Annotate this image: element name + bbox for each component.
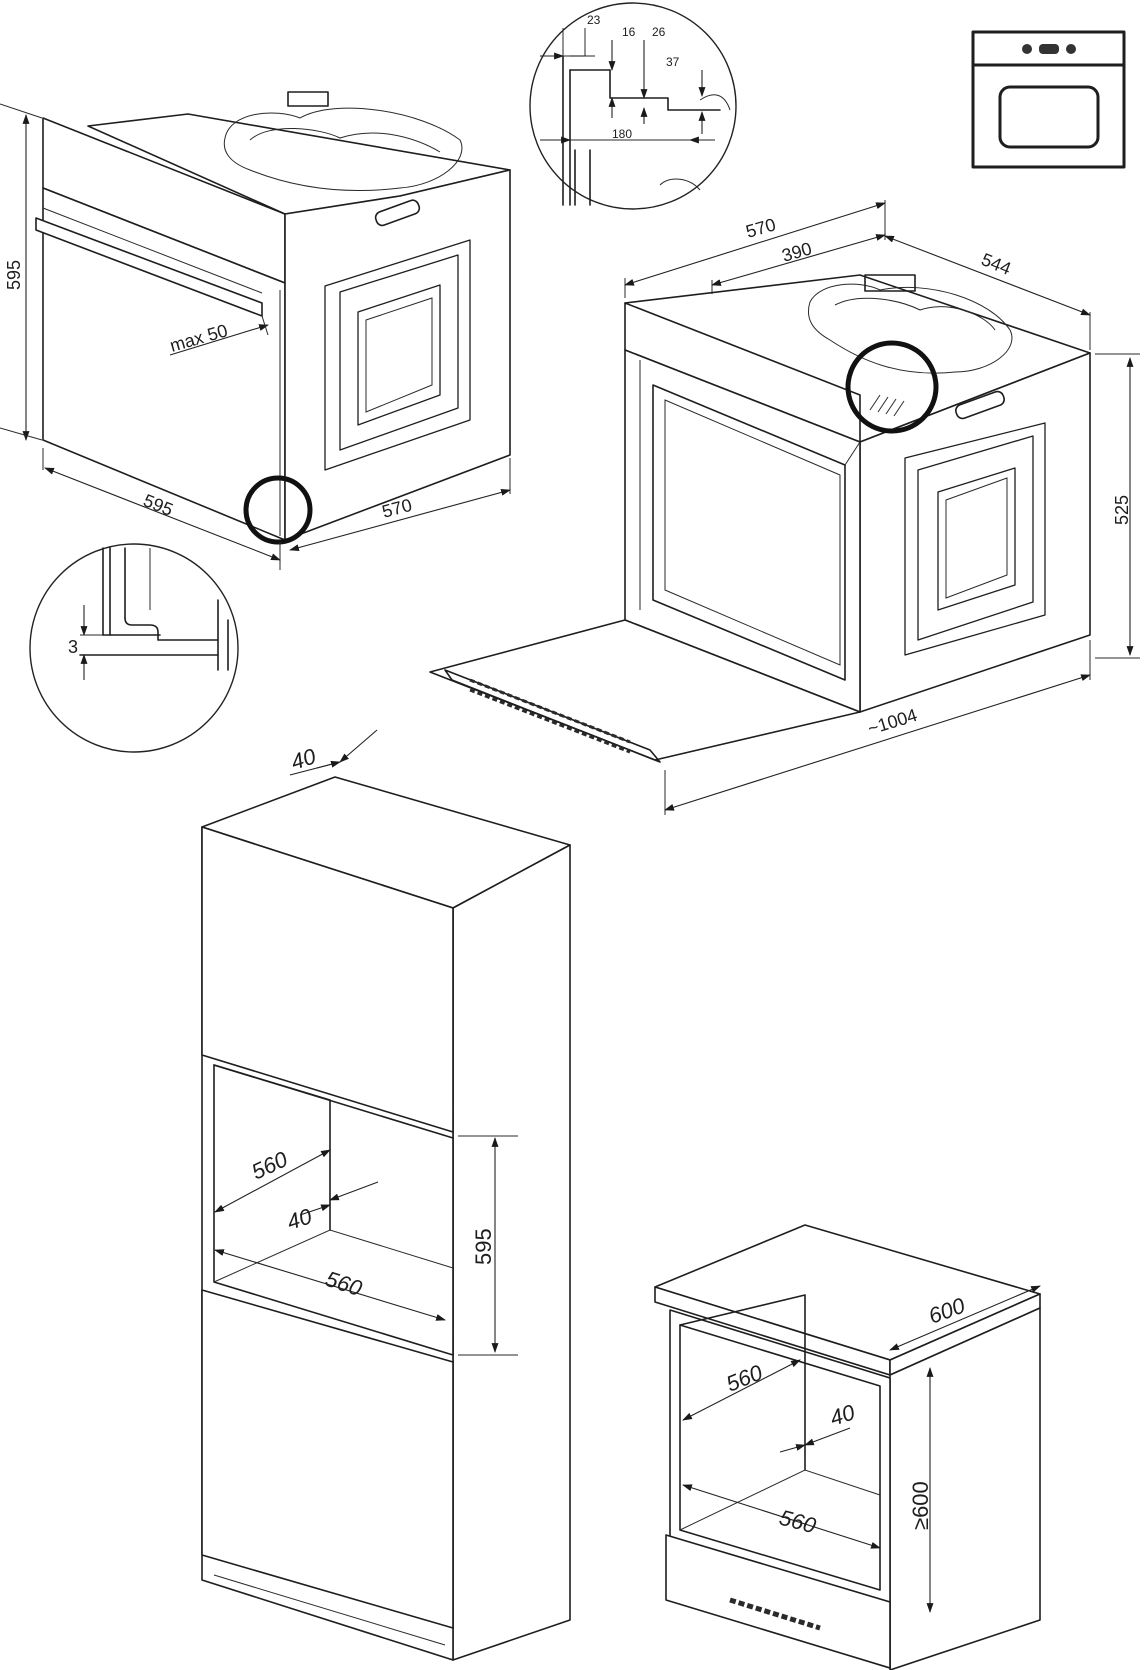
dim-rear-gap-label: 40 <box>288 743 320 775</box>
dim-open-depth-label: ~1004 <box>865 705 919 739</box>
dim-niche-height-label: 595 <box>471 1228 496 1265</box>
detail-top-d1: 23 <box>587 13 601 27</box>
plinth-vent-slots <box>729 1597 821 1631</box>
dim-width-label: 595 <box>141 490 176 520</box>
dim-top-depth-label: 390 <box>780 238 814 266</box>
under-counter-cabinet: 600 560 40 560 ≥600 <box>654 1224 1041 1670</box>
top-detail-zoom: 23 16 26 37 180 <box>529 2 737 210</box>
detail-bottom-gap-label: 3 <box>68 637 78 657</box>
door-vent-slots <box>469 678 631 754</box>
dim-height-label: 525 <box>1112 495 1132 525</box>
dim-height-label: 595 <box>4 260 24 290</box>
oven-open-view: 570 390 544 525 ~1004 <box>429 200 1140 815</box>
oven-side-view: 595 595 570 max 50 <box>0 91 511 570</box>
detail-top-d2: 16 <box>622 25 636 39</box>
tall-cabinet: 40 560 40 560 595 <box>201 729 571 1661</box>
built-in-oven-icon <box>971 30 1126 169</box>
dim-width-label: 570 <box>744 214 778 242</box>
detail-top-d4: 37 <box>666 55 680 69</box>
top-detail-marker-circle <box>845 340 939 434</box>
bottom-detail-zoom: 3 <box>29 543 239 753</box>
detail-top-d5: 180 <box>612 127 632 141</box>
dim-niche-height-label: ≥600 <box>908 1481 933 1530</box>
detail-top-d3: 26 <box>652 25 666 39</box>
